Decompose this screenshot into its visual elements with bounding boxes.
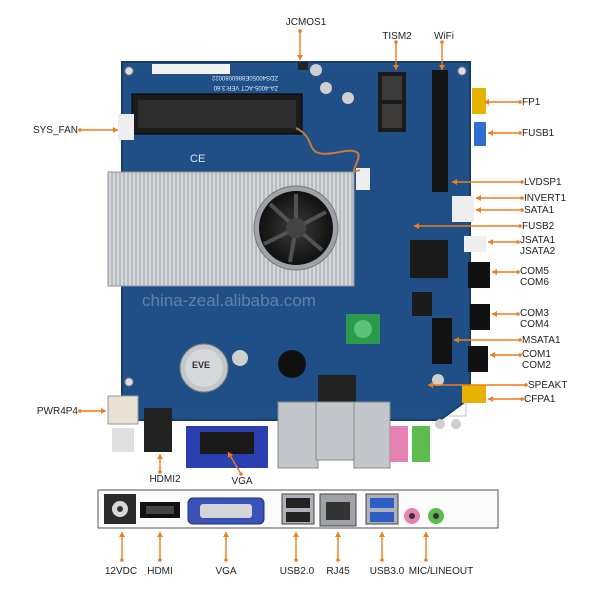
label-12vdc: 12VDC xyxy=(104,566,138,577)
leader-wifi-dot xyxy=(440,40,444,44)
leader-vga-arrow xyxy=(223,532,229,537)
leader-tism2-dot xyxy=(394,40,398,44)
label-vga-header: VGA xyxy=(231,476,253,487)
leader-com56-dot xyxy=(516,270,520,274)
leader-fusb2-dot xyxy=(518,224,522,228)
label-com2: COM2 xyxy=(522,360,551,371)
label-jsata2: JSATA2 xyxy=(520,246,556,257)
leader-sys-fan-dot xyxy=(78,128,82,132)
leader-sata1-arrow xyxy=(476,207,481,213)
leader-cfpa1-arrow xyxy=(488,396,493,402)
leader-sata1-dot xyxy=(520,208,524,212)
leader-sys-fan-arrow xyxy=(113,127,118,133)
label-mic-lineout: MIC/LINEOUT xyxy=(408,566,474,577)
leader-com56-arrow xyxy=(492,269,497,275)
board-serial-silkscreen: ZDS40050E8860080022 xyxy=(211,74,278,80)
leader-hdmi-dot xyxy=(158,558,162,562)
battery-brand: EVE xyxy=(192,360,210,370)
leader-fusb2-arrow xyxy=(414,223,419,229)
memory-slot xyxy=(131,93,303,135)
leader-pwr4p4-dot xyxy=(78,409,82,413)
label-com4: COM4 xyxy=(520,319,549,330)
leader-lvdsp1-arrow xyxy=(452,179,457,185)
label-speakt: SPEAKT xyxy=(528,380,568,391)
leader-usb20-arrow xyxy=(293,532,299,537)
leader-msata1-dot xyxy=(518,338,522,342)
label-sata1: SATA1 xyxy=(524,205,555,216)
label-invert1: INVERT1 xyxy=(524,193,567,204)
label-hdmi2: HDMI2 xyxy=(149,474,181,485)
leader-jcmos1-arrow xyxy=(297,55,303,60)
leader-mic-lineout-arrow xyxy=(423,532,429,537)
leader-cfpa1-dot xyxy=(520,397,524,401)
leader-wifi-arrow xyxy=(439,65,445,70)
leader-pwr4p4-arrow xyxy=(101,408,106,414)
leader-usb30-arrow xyxy=(379,532,385,537)
leader-usb30-dot xyxy=(380,558,384,562)
cpu-cert-marking: CE xyxy=(190,153,205,165)
label-tism2: TISM2 xyxy=(382,31,412,42)
leader-speakt-arrow xyxy=(428,382,433,388)
leader-tism2-arrow xyxy=(393,65,399,70)
leader-com34-arrow xyxy=(492,311,497,317)
leader-com34-dot xyxy=(516,312,520,316)
label-sys-fan: SYS_FAN xyxy=(32,125,78,136)
leader-invert1-dot xyxy=(520,196,524,200)
leader-invert1-arrow xyxy=(476,195,481,201)
label-jcmos1: JCMOS1 xyxy=(285,17,327,28)
leader-jsata-arrow xyxy=(488,239,493,245)
label-com5: COM5 xyxy=(520,266,549,277)
leader-rj45-dot xyxy=(336,558,340,562)
label-com1: COM1 xyxy=(522,349,551,360)
label-com6: COM6 xyxy=(520,277,549,288)
leader-fp1-arrow xyxy=(484,99,489,105)
leader-hdmi-arrow xyxy=(157,532,163,537)
watermark: china-zeal.alibaba.com xyxy=(142,291,316,310)
label-usb20: USB2.0 xyxy=(279,566,315,577)
leader-vga-header-arrow xyxy=(227,452,234,458)
leader-12vdc-dot xyxy=(120,558,124,562)
leader-com12-arrow xyxy=(490,352,495,358)
serial-sticker xyxy=(152,64,230,74)
leader-speakt-dot xyxy=(524,383,528,387)
label-msata1: MSATA1 xyxy=(522,335,561,346)
board-edge-connectors xyxy=(107,395,430,469)
label-fusb1: FUSB1 xyxy=(522,128,555,139)
label-vga: VGA xyxy=(215,566,237,577)
leader-fusb1-arrow xyxy=(488,130,493,136)
label-fusb2: FUSB2 xyxy=(522,221,555,232)
leader-fusb1-dot xyxy=(518,131,522,135)
label-cfpa1: CFPA1 xyxy=(524,394,556,405)
leader-usb20-dot xyxy=(294,558,298,562)
leader-hdmi2-dot xyxy=(158,470,162,474)
leader-jsata-dot xyxy=(516,240,520,244)
leader-com12-dot xyxy=(518,353,522,357)
cpu-heatsink xyxy=(107,171,355,287)
label-rj45: RJ45 xyxy=(326,566,350,577)
leader-12vdc-arrow xyxy=(119,532,125,537)
label-lvdsp1: LVDSP1 xyxy=(524,177,562,188)
label-fp1: FP1 xyxy=(522,97,541,108)
label-wifi: WiFi xyxy=(434,31,454,42)
leader-jcmos1-dot xyxy=(298,29,302,33)
label-hdmi: HDMI xyxy=(147,566,173,577)
rear-io-panel xyxy=(97,489,499,529)
leader-msata1-arrow xyxy=(454,337,459,343)
label-usb30: USB3.0 xyxy=(369,566,405,577)
leader-hdmi2-arrow xyxy=(157,454,163,459)
leader-rj45-arrow xyxy=(335,532,341,537)
leader-vga-dot xyxy=(224,558,228,562)
leader-lvdsp1-dot xyxy=(520,180,524,184)
leader-fp1-dot xyxy=(518,100,522,104)
leader-lines xyxy=(78,29,528,562)
leader-mic-lineout-dot xyxy=(424,558,428,562)
label-jsata1: JSATA1 xyxy=(520,235,556,246)
board-model-silkscreen: ZA-4005-ACT VER:3.60 xyxy=(213,84,278,90)
label-com3: COM3 xyxy=(520,308,549,319)
leader-vga-header-dot xyxy=(239,472,243,476)
label-pwr4p4: PWR4P4 xyxy=(36,406,78,417)
